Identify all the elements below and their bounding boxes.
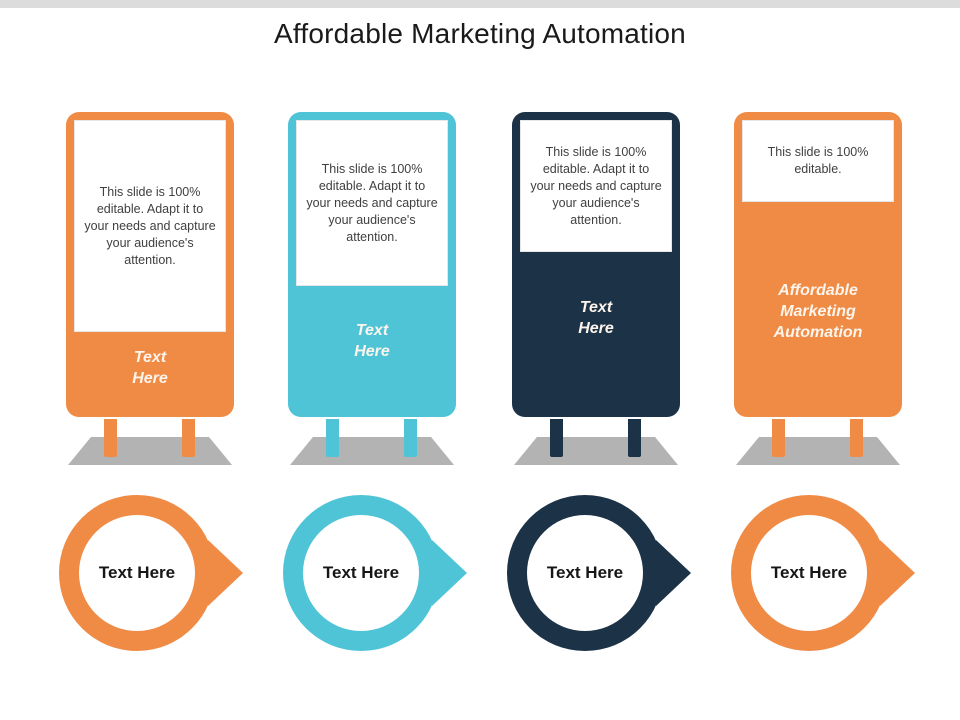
- stand-legs-2: [276, 419, 468, 457]
- arrow-circle-4[interactable]: Text Here: [720, 488, 920, 658]
- top-accent-band: [0, 0, 960, 8]
- arrow-circle-1[interactable]: Text Here: [48, 488, 248, 658]
- stand-leg-left-4: [772, 419, 785, 457]
- stand-board-3: This slide is 100% editable. Adapt it to…: [512, 112, 680, 417]
- arrow-circle-label-3: Text Here: [546, 563, 624, 582]
- arrow-ring-icon-3: [507, 495, 691, 651]
- arrow-ring-icon-4: [731, 495, 915, 651]
- stand-legs-4: [722, 419, 914, 457]
- stand-leg-left-1: [104, 419, 117, 457]
- stand-base-1: [68, 437, 232, 465]
- stand-card-2: This slide is 100% editable. Adapt it to…: [296, 120, 448, 286]
- stand-board-1: This slide is 100% editable. Adapt it to…: [66, 112, 234, 417]
- stand-leg-right-4: [850, 419, 863, 457]
- arrow-circle-label-4: Text Here: [770, 563, 848, 582]
- panel-row: This slide is 100% editable. Adapt it to…: [0, 100, 960, 465]
- arrow-circle-2[interactable]: Text Here: [272, 488, 472, 658]
- stand-panel-3[interactable]: This slide is 100% editable. Adapt it to…: [500, 100, 692, 465]
- stand-card-text-2: This slide is 100% editable. Adapt it to…: [306, 161, 438, 244]
- stand-leg-left-2: [326, 419, 339, 457]
- stand-base-4: [736, 437, 900, 465]
- stand-panel-1[interactable]: This slide is 100% editable. Adapt it to…: [54, 100, 246, 465]
- stand-label-3: Text Here: [578, 299, 614, 337]
- stand-leg-left-3: [550, 419, 563, 457]
- stand-base-2: [290, 437, 454, 465]
- stand-label-4: Affordable Marketing Automation: [773, 282, 863, 341]
- stand-panel-2[interactable]: This slide is 100% editable. Adapt it to…: [276, 100, 468, 465]
- stand-board-2: This slide is 100% editable. Adapt it to…: [288, 112, 456, 417]
- stand-card-3: This slide is 100% editable. Adapt it to…: [520, 120, 672, 252]
- stand-card-text-3: This slide is 100% editable. Adapt it to…: [530, 144, 662, 227]
- stand-leg-right-1: [182, 419, 195, 457]
- page-title: Affordable Marketing Automation: [274, 18, 686, 49]
- stand-legs-3: [500, 419, 692, 457]
- stand-legs-1: [54, 419, 246, 457]
- stand-panel-4[interactable]: This slide is 100% editable. Affordable …: [722, 100, 914, 465]
- arrow-circle-label-1: Text Here: [98, 563, 176, 582]
- circle-row: Text Here Text Here Text Here Text Here: [0, 488, 960, 658]
- stand-card-4: This slide is 100% editable.: [742, 120, 894, 202]
- stand-label-1: Text Here: [132, 349, 168, 387]
- stand-board-4: This slide is 100% editable. Affordable …: [734, 112, 902, 417]
- arrow-ring-icon-1: [59, 495, 243, 651]
- stand-leg-right-3: [628, 419, 641, 457]
- arrow-circle-label-2: Text Here: [322, 563, 400, 582]
- stand-base-3: [514, 437, 678, 465]
- stand-card-text-1: This slide is 100% editable. Adapt it to…: [84, 184, 216, 267]
- stand-card-1: This slide is 100% editable. Adapt it to…: [74, 120, 226, 332]
- arrow-ring-icon-2: [283, 495, 467, 651]
- arrow-circle-3[interactable]: Text Here: [496, 488, 696, 658]
- stand-card-text-4: This slide is 100% editable.: [767, 145, 869, 176]
- stand-label-2: Text Here: [354, 322, 390, 360]
- stand-leg-right-2: [404, 419, 417, 457]
